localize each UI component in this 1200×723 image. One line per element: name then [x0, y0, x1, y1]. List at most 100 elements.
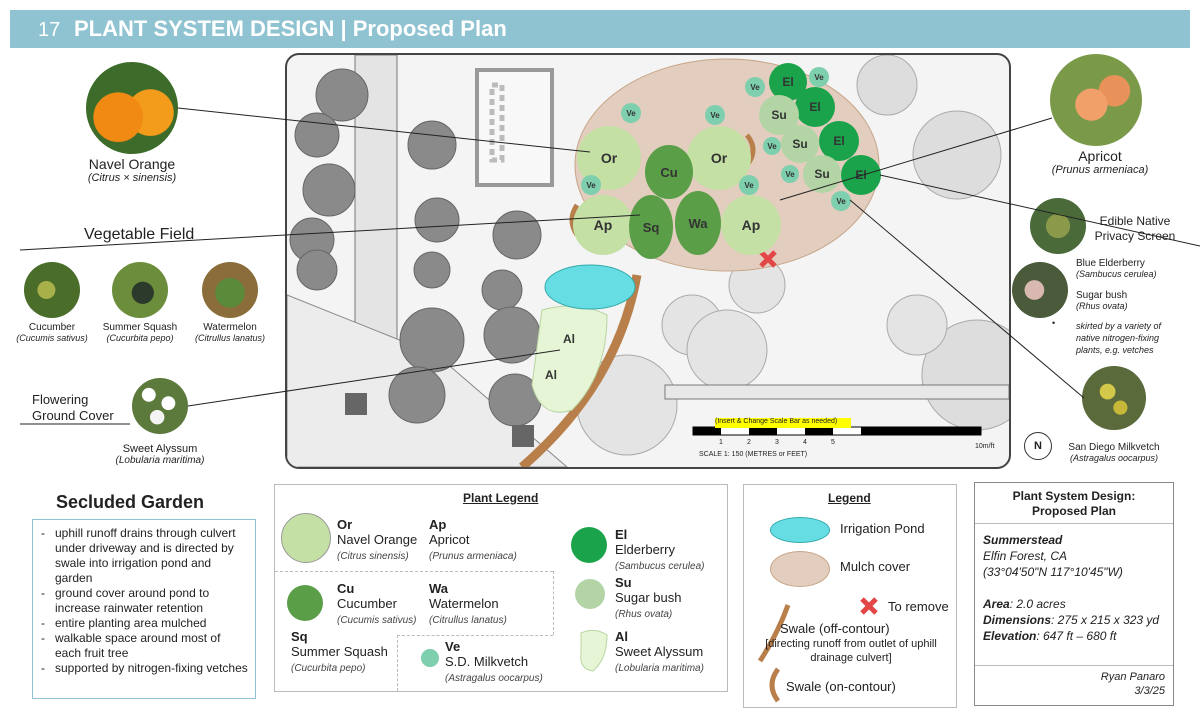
- legend-box: Legend Irrigation Pond Mulch cover To re…: [743, 484, 957, 708]
- apricot-tree-1: Ap: [573, 195, 633, 255]
- legend-cu-swatch: [287, 585, 323, 621]
- page-title: PLANT SYSTEM DESIGN | Proposed Plan: [74, 16, 507, 41]
- legend-ap-latin: (Prunus armeniaca): [429, 551, 517, 562]
- watermelon-bed: Wa: [675, 191, 721, 255]
- legend-or-name: Navel Orange: [337, 532, 418, 547]
- elderberry-photo: [1012, 262, 1068, 318]
- info-coords: (33°04'50"N 117°10'45"W): [983, 565, 1123, 579]
- vetch-2: Ve: [705, 105, 725, 125]
- navel-orange-label: Navel Orange (Citrus × sinensis): [62, 156, 202, 184]
- summer-squash-photo: [112, 262, 168, 318]
- info-area: Area: 2.0 acres: [983, 597, 1066, 611]
- vetch-6: Ve: [809, 67, 829, 87]
- privacy-screen-label: Edible Native Privacy Screen: [1094, 214, 1176, 243]
- sugar-bush-label: Sugar bush (Rhus ovata): [1076, 290, 1128, 311]
- legend-al-code: Al: [615, 629, 628, 644]
- summer-squash-name: Summer Squash: [102, 322, 178, 333]
- legend-sq-latin: (Cucurbita pepo): [291, 663, 366, 674]
- legend-cu-name: Cucumber: [337, 596, 397, 611]
- blue-elderberry-latin: (Sambucus cerulea): [1076, 269, 1157, 279]
- apricot-tree-2: Ap: [721, 195, 781, 255]
- vetch-8: Ve: [781, 165, 799, 183]
- nitrogen-note: skirted by a variety of native nitrogen-…: [1076, 321, 1162, 355]
- sugar-bush-name: Sugar bush: [1076, 290, 1128, 301]
- apricot-photo: [1050, 54, 1142, 146]
- info-dims-value: : 275 x 215 x 323 yd: [1051, 613, 1160, 627]
- info-site: Summerstead: [983, 533, 1063, 547]
- info-date: 3/3/25: [1134, 685, 1165, 697]
- vegetable-field-label: Vegetable Field: [84, 226, 195, 243]
- legend-el-name: Elderberry: [615, 542, 675, 557]
- info-area-label: Area: [983, 597, 1010, 611]
- secluded-item: supported by nitrogen-fixing vetches: [55, 661, 249, 676]
- apricot-latin: (Prunus armeniaca): [1051, 164, 1149, 176]
- legend-remove-label: To remove: [888, 599, 949, 614]
- vetch-1: Ve: [621, 103, 641, 123]
- swale-off-swatch: [757, 604, 791, 663]
- flowering-ground-cover-label: Flowering Ground Cover: [32, 392, 114, 423]
- legend-mulch-swatch: [770, 551, 830, 587]
- sweet-alyssum-latin: (Lobularia maritima): [115, 455, 205, 466]
- legend-swale-on-label: Swale (on-contour): [786, 679, 896, 694]
- legend-su-code: Su: [615, 575, 632, 590]
- milkvetch-name: San Diego Milkvetch: [1068, 442, 1160, 453]
- scale-tick-4: 4: [803, 439, 807, 446]
- legend-el-latin: (Sambucus cerulea): [615, 561, 705, 572]
- legend-cu-code: Cu: [337, 581, 355, 596]
- legend-su-name: Sugar bush: [615, 590, 682, 605]
- watermelon-latin: (Citrullus lanatus): [194, 333, 266, 343]
- site-plan: Or Or Cu Ap Ap Sq Wa El El El El Su Su S…: [285, 53, 1011, 469]
- sugar-bush-latin: (Rhus ovata): [1076, 301, 1128, 311]
- navel-orange-latin: (Citrus × sinensis): [87, 172, 177, 184]
- info-place: Elfin Forest, CA: [983, 549, 1068, 563]
- watermelon-photo: [202, 262, 258, 318]
- scale-tick-5: 5: [831, 439, 835, 446]
- legend-or-code: Or: [337, 517, 353, 532]
- secluded-item: walkable space around most of each fruit…: [55, 631, 249, 661]
- legend-ve-latin: (Astragalus oocarpus): [445, 673, 543, 684]
- compass-icon: N: [1024, 432, 1052, 460]
- legend-ve-name: S.D. Milkvetch: [445, 654, 529, 669]
- sweet-alyssum-name: Sweet Alyssum: [122, 443, 198, 455]
- summer-squash-label: Summer Squash (Cucurbita pepo): [92, 322, 188, 343]
- legend-swale-off-note: [directing runoff from outlet of uphill …: [765, 638, 937, 664]
- sweet-alyssum-photo: [132, 378, 188, 434]
- legend-wa-latin: (Citrullus lanatus): [429, 615, 507, 626]
- cucumber-label: Cucumber (Cucumis sativus): [4, 322, 100, 343]
- legend-sq-name: Summer Squash: [291, 644, 388, 659]
- info-title: Plant System Design: Proposed Plan: [1012, 489, 1136, 518]
- legend-al-latin: (Lobularia maritima): [615, 663, 704, 674]
- info-author: Ryan Panaro: [1100, 671, 1165, 683]
- secluded-item: entire planting area mulched: [55, 616, 249, 631]
- sugar-bush-3: Su: [803, 155, 841, 193]
- cucumber-bed: Cu: [645, 145, 693, 199]
- plant-legend-title: Plant Legend: [463, 491, 539, 505]
- swale-on-swatch: [769, 667, 781, 703]
- secluded-garden-box: uphill runoff drains through culvert und…: [32, 519, 256, 699]
- alyssum-label-2: Al: [545, 368, 557, 382]
- legend-ap-code: Ap: [429, 517, 447, 532]
- scale-tick-3: 3: [775, 439, 779, 446]
- legend-ap-name: Apricot: [429, 532, 470, 547]
- milkvetch-latin: (Astragalus oocarpus): [1069, 453, 1159, 463]
- cucumber-latin: (Cucumis sativus): [16, 333, 88, 343]
- watermelon-label: Watermelon (Citrullus lanatus): [182, 322, 278, 343]
- legend-el-swatch: [571, 527, 607, 563]
- legend-su-swatch: [575, 579, 605, 609]
- cucumber-name: Cucumber: [28, 322, 76, 333]
- cucumber-photo: [24, 262, 80, 318]
- vetch-7: Ve: [763, 137, 781, 155]
- legend-title: Legend: [828, 491, 871, 505]
- blue-elderberry-label: Blue Elderberry (Sambucus cerulea): [1076, 258, 1157, 279]
- scale-text: SCALE 1: 150 (METRES or FEET): [699, 451, 808, 458]
- info-box: Plant System Design: Proposed Plan Summe…: [974, 482, 1174, 706]
- legend-swale-off-label: Swale (off-contour): [780, 621, 890, 636]
- remove-x-icon: [860, 597, 878, 615]
- summer-squash-latin: (Cucurbita pepo): [106, 333, 174, 343]
- navel-orange-photo: [86, 62, 178, 154]
